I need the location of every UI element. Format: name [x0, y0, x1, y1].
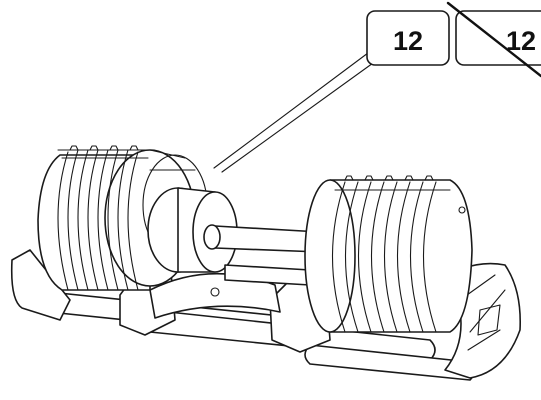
correct-weight-label: 12 — [366, 10, 450, 66]
right-weight-plates — [304, 175, 473, 333]
handle-assembly — [147, 187, 321, 286]
cross-out-slash — [446, 1, 541, 78]
correct-weight-value: 12 — [393, 26, 423, 56]
leader-lines — [213, 49, 381, 173]
incorrect-weight-label: 12 — [446, 1, 541, 78]
